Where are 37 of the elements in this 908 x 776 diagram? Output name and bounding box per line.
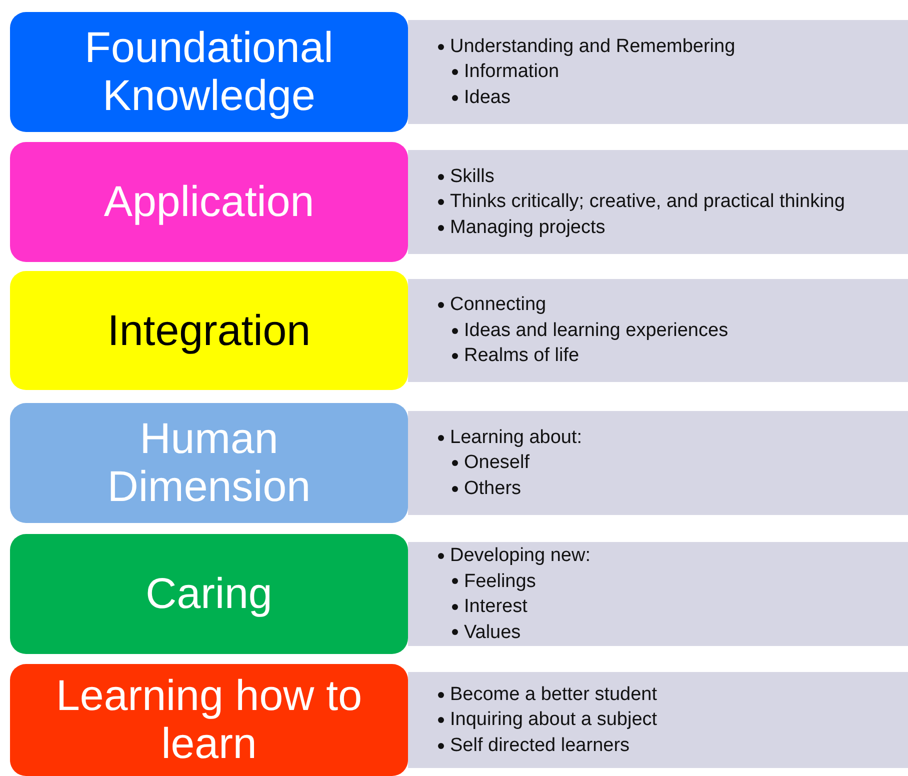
bullet-text: Oneself: [464, 451, 530, 476]
bullet-text: Interest: [464, 595, 528, 619]
bullet-text: Understanding and Remembering: [450, 34, 736, 59]
bullet-text: Managing projects: [450, 216, 606, 240]
category-box: [10, 534, 408, 654]
bullet-text: Others: [464, 476, 522, 501]
category-title: Caring: [146, 570, 272, 618]
category-box: [10, 12, 408, 132]
bullet-text: Developing new:: [450, 544, 590, 568]
bullet-text: Feelings: [464, 570, 536, 594]
description-panel: [408, 672, 908, 768]
bullet-text: Values: [464, 620, 521, 644]
description-panel: [408, 150, 908, 254]
category-title: Integration: [107, 306, 311, 354]
description-panel: [408, 411, 908, 515]
bullet-text: Become a better student: [450, 682, 658, 707]
description-panel: [408, 542, 908, 646]
bullet-text: Connecting: [450, 293, 546, 318]
description-panel: [408, 20, 908, 124]
bullet-text: Ideas: [464, 86, 510, 110]
category-title: Foundational Knowledge: [84, 24, 334, 120]
bullet-text: Self directed learners: [450, 734, 630, 758]
category-box: [10, 403, 408, 523]
category-title: Human Dimension: [106, 415, 312, 511]
bullet-text: Realms of life: [464, 344, 580, 368]
category-title: Learning how to learn: [55, 672, 363, 768]
bullet-text: Learning about:: [450, 426, 582, 450]
bullet-text: Thinks critically; creative, and practical thinking: [450, 190, 845, 214]
category-box: [10, 271, 408, 390]
description-panel: [408, 279, 908, 382]
bullet-text: Ideas and learning experiences: [464, 318, 728, 343]
category-title: Application: [104, 178, 314, 226]
bullet-text: Inquiring about a subject: [450, 708, 658, 732]
category-box: [10, 664, 408, 776]
category-box: [10, 142, 408, 262]
bullet-text: Information: [464, 60, 560, 84]
bullet-text: Skills: [450, 164, 494, 189]
